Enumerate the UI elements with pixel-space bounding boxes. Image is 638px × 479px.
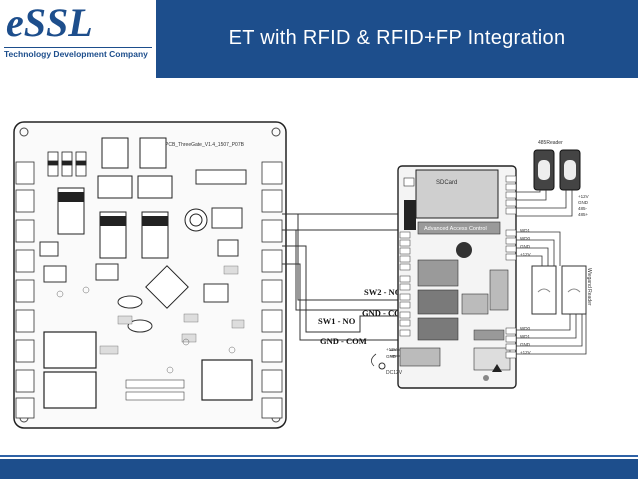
sdcard-label: SDCard: [436, 180, 457, 186]
slide-title: ET with RFID & RFID+FP Integration: [228, 27, 566, 49]
power-term-gnd: GND: [386, 354, 397, 359]
wiegand-bottom-term-0: WD0: [520, 326, 530, 331]
logo-tagline: Technology Development Company: [4, 49, 148, 59]
power-input: +12V GND DC12V: [371, 347, 403, 376]
label-gnd-com-right: GND - COM: [362, 308, 409, 318]
wiegand-readers: Wiegand Reader WD1 WD0 GND +12V WD0 WD1 …: [516, 228, 592, 355]
wiegand-bottom-term-1: WD1: [520, 334, 530, 339]
wiegand-top-term-3: +12V: [520, 252, 531, 257]
footer-band: [0, 459, 638, 479]
pcb-label: PCB_ThreeGate_V1.4_1507_P07B: [165, 142, 245, 148]
access-controller-board: SDCard Advanced Access Control: [397, 165, 517, 389]
wiegand-bottom-term-2: GND: [520, 342, 531, 347]
logo-divider: [4, 47, 152, 48]
label-sw2-no: SW2 - NO: [364, 287, 402, 297]
threegate-pcb: PCB_ThreeGate_V1.4_1507_P07B: [13, 121, 287, 429]
controller-title: Advanced Access Control: [424, 226, 487, 232]
reader485-term-3: 485+: [578, 212, 589, 217]
header: eSSL Technology Development Company ET w…: [0, 0, 638, 78]
wiegand-top-term-1: WD0: [520, 236, 530, 241]
footer-rule: [0, 455, 638, 457]
logo-wordmark: eSSL: [6, 0, 93, 45]
rs485-readers: 485Reader +12V GND 485- 485+: [516, 140, 589, 217]
logo: eSSL Technology Development Company: [0, 0, 156, 78]
wiegand-reader-label: Wiegand Reader: [586, 268, 592, 306]
switch-wires: [282, 213, 402, 341]
label-sw1-no: SW1 - NO: [318, 316, 356, 326]
reader-485-label: 485Reader: [538, 140, 563, 146]
reader485-term-0: +12V: [578, 194, 589, 199]
wiegand-top-term-2: GND: [520, 244, 531, 249]
label-gnd-com-left: GND - COM: [320, 336, 367, 346]
reader485-term-2: 485-: [578, 206, 588, 211]
wiring-diagram: PCB_ThreeGate_V1.4_1507_P07B: [13, 121, 592, 429]
wiegand-top-term-0: WD1: [520, 228, 530, 233]
title-band: ET with RFID & RFID+FP Integration: [156, 0, 638, 78]
power-label: DC12V: [386, 370, 403, 376]
power-term-12v: +12V: [386, 347, 397, 352]
wiegand-bottom-term-3: +12V: [520, 350, 531, 355]
reader485-term-1: GND: [578, 200, 589, 205]
